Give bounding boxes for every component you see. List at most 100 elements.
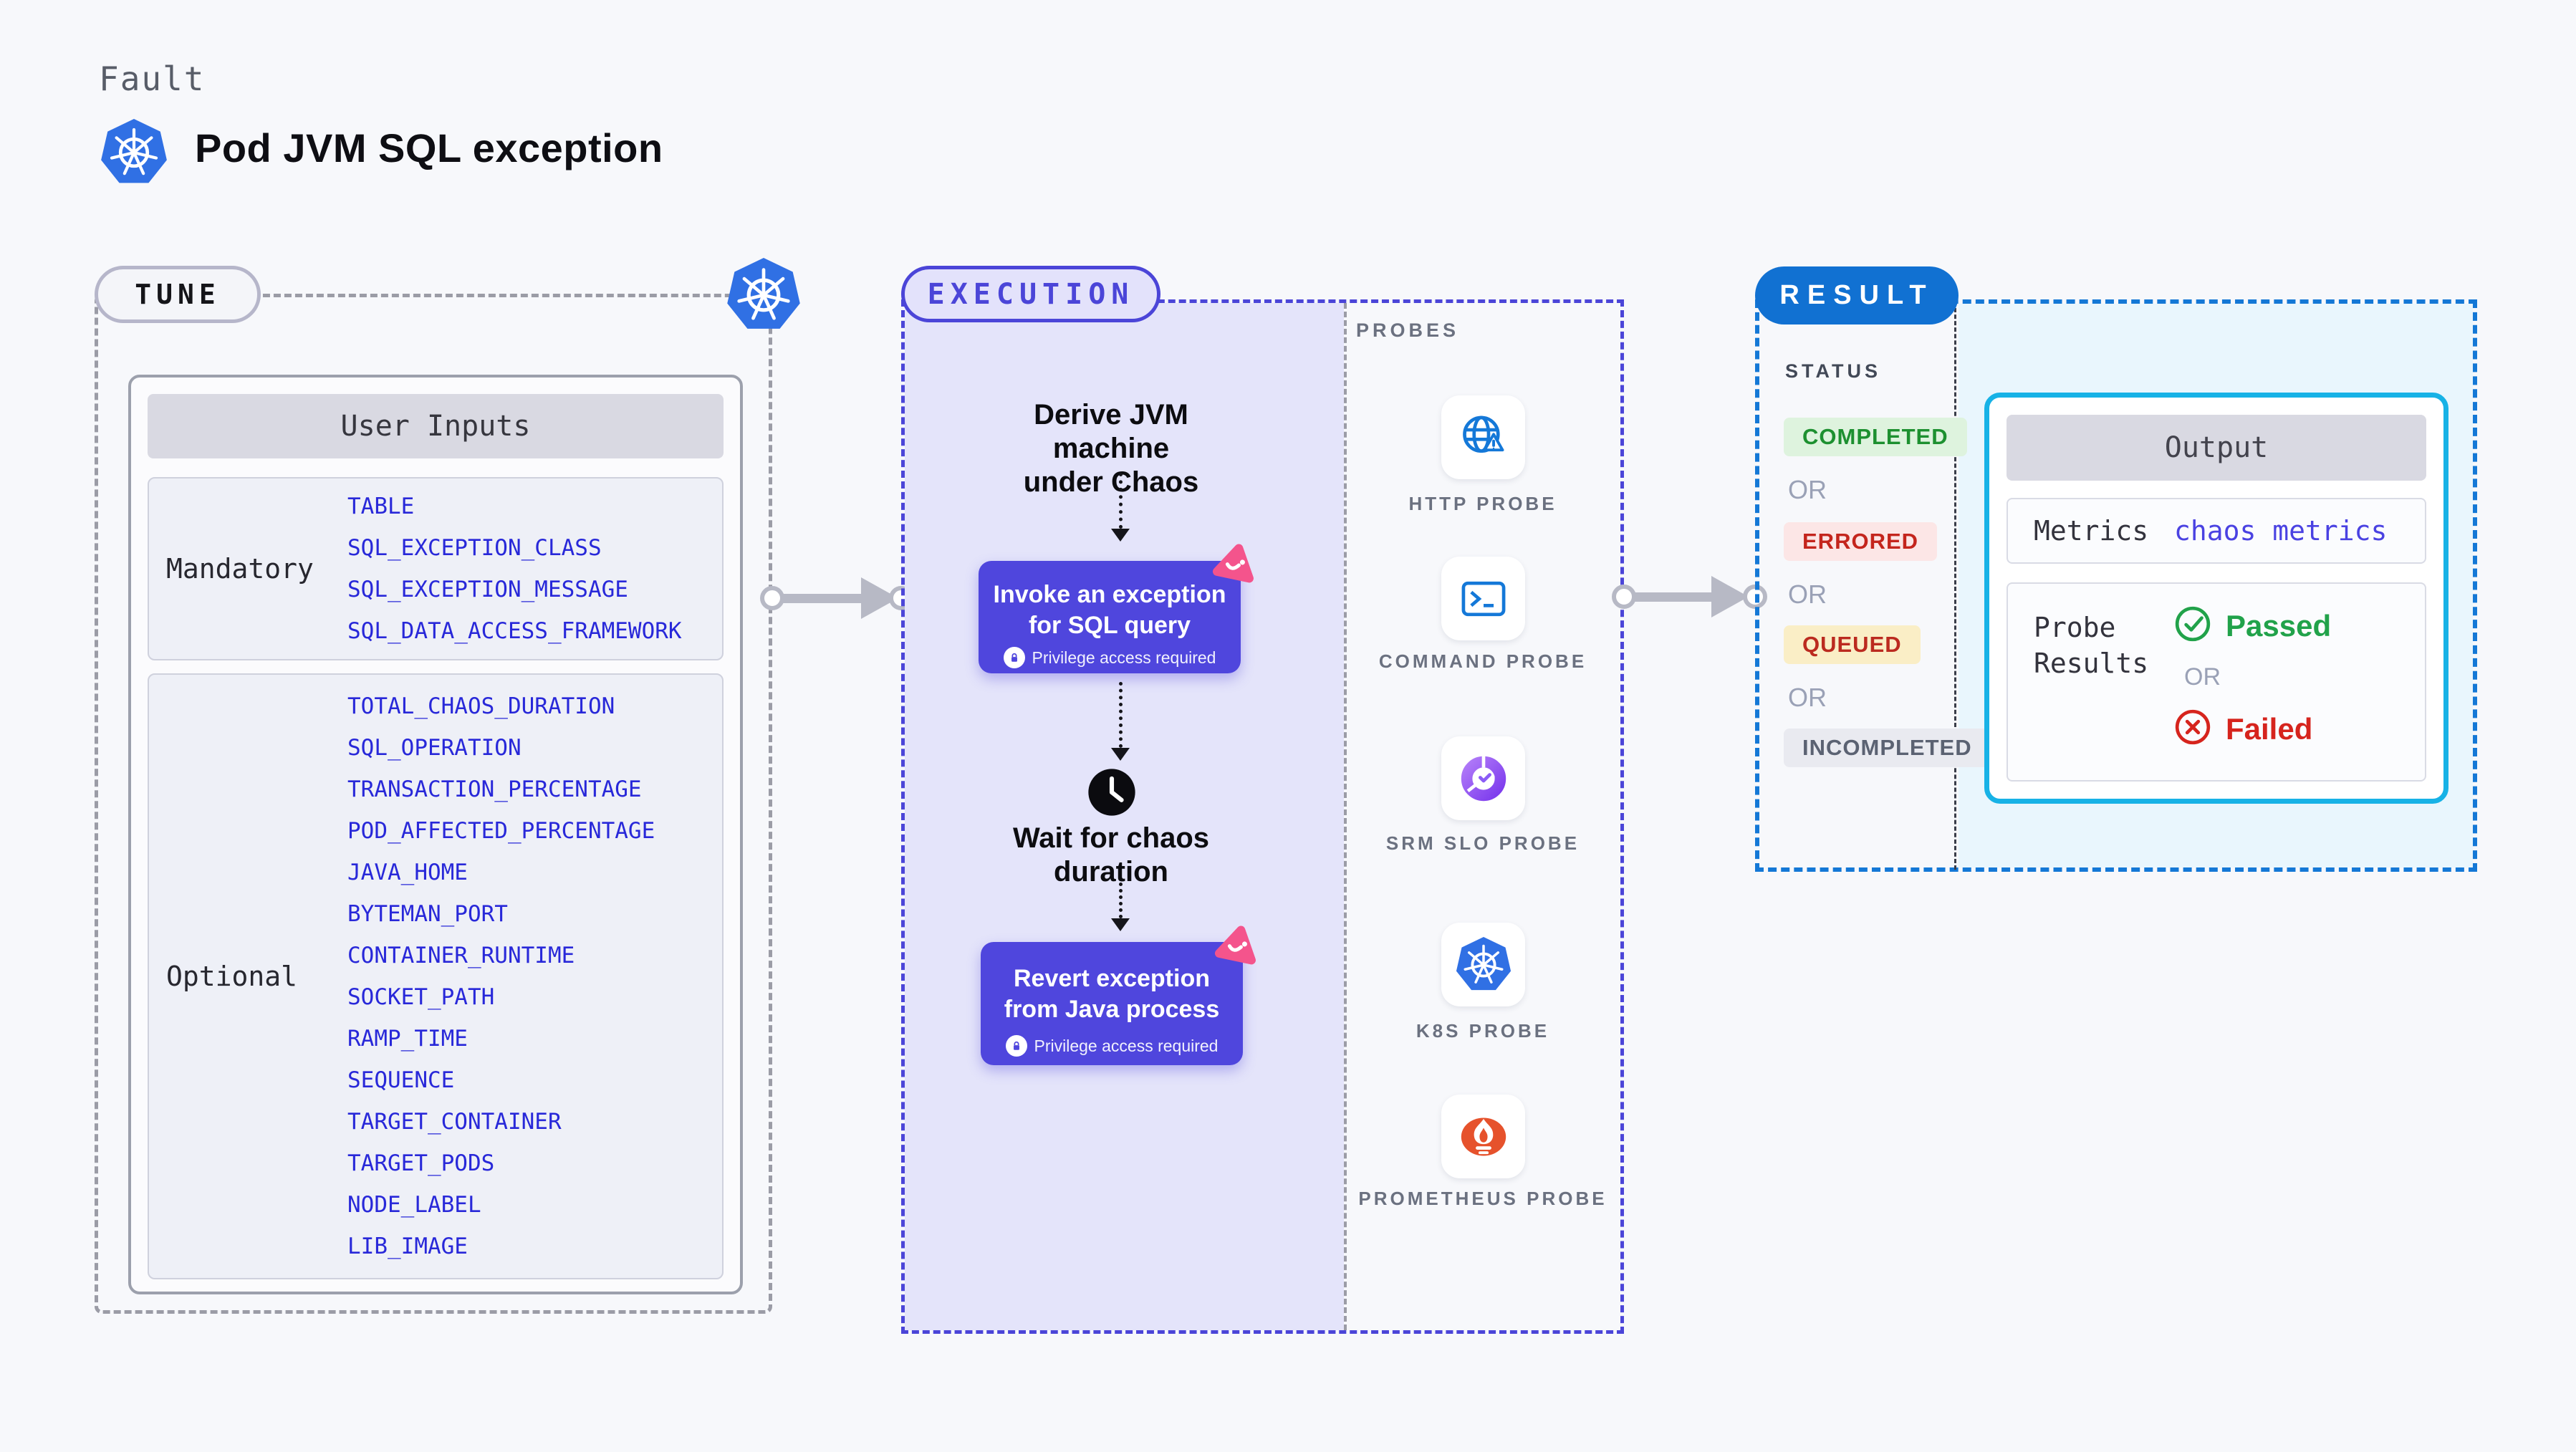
tune-pill: TUNE	[95, 266, 261, 323]
probes-section-label: PROBES	[1356, 319, 1460, 341]
input-var: JAVA_HOME	[347, 860, 468, 885]
passed-label: Passed	[2226, 608, 2332, 643]
input-var: CONTAINER_RUNTIME	[347, 943, 575, 968]
invoke-line-1: Invoke an exception	[993, 581, 1226, 608]
globe-alert-icon	[1441, 395, 1525, 479]
page-title: Pod JVM SQL exception	[195, 125, 663, 170]
optional-row: Optional TOTAL_CHAOS_DURATION SQL_OPERAT…	[148, 673, 724, 1279]
flow-connector	[1119, 883, 1123, 918]
input-var: TARGET_PODS	[347, 1150, 495, 1176]
revert-line-2: from Java process	[1004, 996, 1220, 1023]
input-var: TRANSACTION_PERCENTAGE	[347, 777, 642, 802]
input-var: TARGET_CONTAINER	[347, 1109, 562, 1135]
status-badge: QUEUED	[1784, 625, 1921, 664]
revert-exception-node: Revert exception from Java process Privi…	[981, 942, 1243, 1065]
user-inputs-header: User Inputs	[148, 394, 724, 458]
input-var: SEQUENCE	[347, 1067, 455, 1093]
derive-step-text: Derive JVM machine under Chaos	[979, 398, 1244, 499]
wait-line-2: duration	[1054, 856, 1168, 888]
mandatory-row: Mandatory TABLE SQL_EXCEPTION_CLASS SQL_…	[148, 477, 724, 660]
lock-icon	[1005, 1035, 1027, 1057]
derive-line-2: under Chaos	[1023, 466, 1199, 498]
or-separator: OR	[1788, 580, 1827, 609]
input-var: LIB_IMAGE	[347, 1234, 468, 1259]
input-var: POD_AFFECTED_PERCENTAGE	[347, 818, 655, 844]
flow-connector	[1119, 682, 1123, 748]
probe-label: COMMAND PROBE	[1378, 650, 1587, 672]
execution-to-result-arrow	[1624, 592, 1713, 602]
lock-icon	[1003, 647, 1025, 668]
revert-line-1: Revert exception	[1014, 965, 1210, 992]
mandatory-label: Mandatory	[166, 553, 314, 585]
connector-dot-icon	[760, 586, 784, 610]
status-list: COMPLETED OR ERRORED OR QUEUED OR INCOMP…	[1784, 418, 1991, 767]
tune-section	[95, 294, 772, 1314]
probe-label: HTTP PROBE	[1408, 493, 1557, 514]
optional-values: TOTAL_CHAOS_DURATION SQL_OPERATION TRANS…	[347, 675, 722, 1278]
kubernetes-icon	[100, 119, 168, 186]
clock-icon	[1087, 768, 1136, 817]
tune-to-execution-arrow	[772, 594, 862, 603]
metrics-value: chaos metrics	[2174, 515, 2388, 547]
status-badge: INCOMPLETED	[1784, 729, 1991, 767]
input-var: SQL_OPERATION	[347, 735, 522, 761]
input-var: TOTAL_CHAOS_DURATION	[347, 693, 615, 719]
prometheus-flame-icon	[1441, 1095, 1525, 1178]
x-circle-icon	[2174, 708, 2211, 749]
arrow-head-icon	[1111, 529, 1130, 542]
status-badge: COMPLETED	[1784, 418, 1967, 456]
probe-label: K8S PROBE	[1416, 1020, 1550, 1042]
user-inputs-table: User Inputs Mandatory TABLE SQL_EXCEPTIO…	[128, 375, 743, 1294]
execution-probes-divider	[1344, 303, 1347, 1330]
or-separator: OR	[1788, 475, 1827, 504]
input-var: SQL_DATA_ACCESS_FRAMEWORK	[347, 618, 682, 644]
probe-results-row: Probe Results Passed OR	[2007, 582, 2426, 782]
result-pill: RESULT	[1755, 266, 1959, 324]
fault-category-label: Fault	[99, 59, 206, 98]
mandatory-values: TABLE SQL_EXCEPTION_CLASS SQL_EXCEPTION_…	[347, 479, 722, 659]
privilege-note: Privilege access required	[1034, 1036, 1219, 1055]
status-label: STATUS	[1785, 360, 1881, 382]
execution-pill: EXECUTION	[901, 266, 1160, 322]
flow-connector	[1119, 473, 1123, 529]
arrow-head-icon	[1111, 748, 1130, 761]
metrics-row: Metrics chaos metrics	[2007, 498, 2426, 564]
input-var: TABLE	[347, 494, 415, 519]
chaos-badge-icon	[1212, 920, 1264, 970]
check-circle-icon	[2174, 605, 2211, 646]
optional-label: Optional	[166, 961, 298, 992]
probe-results-label: Probe Results	[2034, 612, 2149, 679]
kubernetes-icon	[726, 258, 801, 332]
metrics-label: Metrics	[2034, 515, 2149, 547]
execution-flow-area	[905, 303, 1344, 1330]
or-separator: OR	[2184, 663, 2221, 691]
probe-label: PROMETHEUS PROBE	[1358, 1188, 1607, 1209]
chaos-badge-icon	[1210, 538, 1262, 588]
status-output-divider	[1954, 302, 1956, 870]
output-card: Output Metrics chaos metrics Probe Resul…	[1984, 393, 2448, 804]
input-var: SOCKET_PATH	[347, 984, 495, 1010]
or-separator: OR	[1788, 683, 1827, 712]
kubernetes-icon	[1441, 923, 1525, 1006]
status-badge: ERRORED	[1784, 522, 1938, 561]
invoke-exception-node: Invoke an exception for SQL query Privil…	[979, 561, 1241, 673]
wait-line-1: Wait for chaos	[1012, 822, 1210, 854]
derive-line-1: Derive JVM machine	[1034, 399, 1188, 464]
input-var: RAMP_TIME	[347, 1026, 468, 1052]
input-var: SQL_EXCEPTION_CLASS	[347, 535, 602, 561]
output-header: Output	[2007, 415, 2426, 481]
input-var: NODE_LABEL	[347, 1192, 481, 1218]
invoke-line-2: for SQL query	[1028, 612, 1191, 639]
privilege-note: Privilege access required	[1032, 648, 1216, 667]
failed-label: Failed	[2226, 711, 2313, 746]
wait-step-text: Wait for chaos duration	[996, 822, 1226, 889]
terminal-icon	[1441, 557, 1525, 640]
connector-dot-icon	[1612, 585, 1636, 609]
input-var: BYTEMAN_PORT	[347, 901, 508, 927]
execution-section	[901, 299, 1624, 1334]
input-var: SQL_EXCEPTION_MESSAGE	[347, 577, 628, 602]
arrow-head-icon	[1111, 918, 1130, 931]
slo-donut-check-icon	[1441, 736, 1525, 820]
probe-label: SRM SLO PROBE	[1385, 832, 1580, 854]
